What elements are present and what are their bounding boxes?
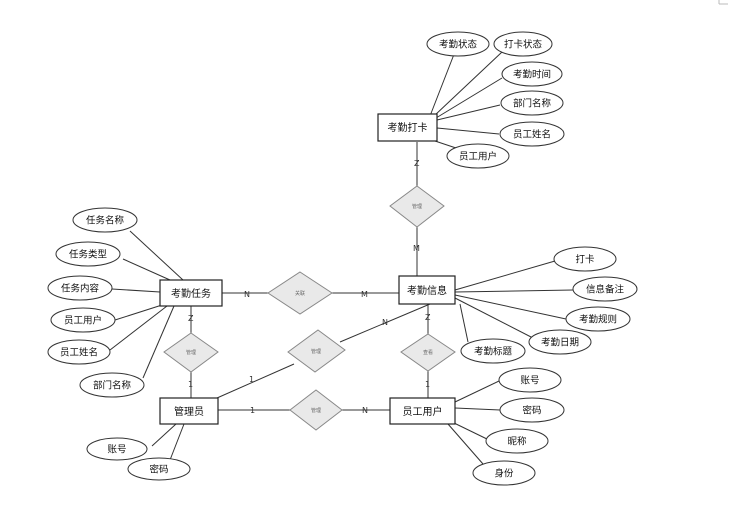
attribute-oval[interactable]: 密码	[499, 397, 565, 423]
cardinality-label: N	[362, 406, 368, 415]
attribute-oval[interactable]: 账号	[498, 367, 562, 393]
attribute-oval[interactable]: 信息备注	[572, 276, 638, 302]
entity-kaoqin-renwu[interactable]: 考勤任务	[159, 279, 223, 307]
attribute-label: 考勤时间	[513, 69, 551, 81]
attribute-oval[interactable]: 考勤规则	[565, 306, 631, 332]
entity-kaoqin-daka[interactable]: 考勤打卡	[377, 113, 438, 142]
entity-guanliyuan[interactable]: 管理员	[159, 397, 219, 425]
cardinality-label: 1	[188, 380, 193, 389]
attribute-oval[interactable]: 考勤状态	[426, 31, 490, 57]
entity-yuangong-yonghu[interactable]: 员工用户	[389, 397, 456, 425]
relationship-diamond[interactable]: 管理	[389, 185, 445, 228]
cardinality-label: N	[382, 318, 388, 327]
attribute-label: 任务类型	[69, 249, 108, 261]
attribute-oval[interactable]: 打卡状态	[493, 31, 553, 57]
relationship-label: 管理	[311, 348, 321, 355]
attribute-oval[interactable]: 任务名称	[72, 207, 138, 233]
attribute-label: 密码	[149, 464, 168, 476]
attribute-label: 打卡	[575, 254, 595, 266]
entity-label: 管理员	[174, 405, 204, 418]
attribute-oval[interactable]: 昵称	[485, 428, 549, 454]
attribute-oval[interactable]: 员工用户	[446, 143, 510, 169]
attribute-label: 员工用户	[459, 151, 497, 163]
entity-label: 员工用户	[403, 405, 443, 418]
attribute-oval[interactable]: 员工姓名	[47, 339, 111, 365]
attribute-oval[interactable]: 部门名称	[500, 90, 564, 116]
relationship-label: 管理	[311, 407, 321, 414]
attribute-label: 信息备注	[586, 284, 625, 296]
attribute-oval[interactable]: 考勤日期	[528, 329, 592, 355]
relationship-diamond[interactable]: 管理	[163, 332, 219, 373]
cardinality-label: N	[244, 290, 250, 299]
attribute-label: 考勤状态	[439, 39, 478, 51]
attribute-oval[interactable]: 任务内容	[47, 275, 113, 301]
relationship-label: 查看	[423, 349, 433, 356]
cardinality-label: M	[361, 290, 368, 299]
entity-label: 考勤任务	[171, 287, 211, 300]
relationship-diamond[interactable]: 管理	[287, 329, 346, 373]
attribute-label: 账号	[520, 376, 539, 387]
attribute-oval[interactable]: 打卡	[553, 246, 617, 272]
relationship-diamond[interactable]: 查看	[400, 333, 456, 372]
attribute-label: 昵称	[507, 436, 527, 448]
attribute-label: 员工姓名	[513, 129, 551, 141]
attribute-oval[interactable]: 身份	[472, 460, 536, 486]
attribute-label: 考勤标题	[474, 346, 513, 358]
cardinality-label: 1	[249, 375, 254, 384]
relationship-label: 关联	[295, 290, 305, 297]
attribute-oval[interactable]: 密码	[127, 457, 191, 481]
relationship-diamond[interactable]: 关联	[267, 271, 333, 315]
entity-label: 考勤信息	[407, 284, 447, 297]
attribute-label: 员工用户	[64, 315, 102, 327]
entity-label: 考勤打卡	[388, 121, 428, 134]
attribute-label: 员工姓名	[60, 347, 98, 359]
attribute-oval[interactable]: 员工姓名	[499, 121, 565, 147]
relationship-label: 管理	[412, 203, 422, 210]
attribute-label: 考勤日期	[541, 337, 579, 349]
attribute-label: 账号	[107, 445, 126, 456]
attribute-oval[interactable]: 考勤时间	[501, 61, 563, 87]
cardinality-label: Z	[425, 313, 431, 322]
attribute-label: 部门名称	[513, 98, 552, 110]
cardinality-label: Z	[414, 159, 420, 168]
attribute-label: 任务内容	[61, 283, 100, 295]
attribute-oval[interactable]: 部门名称	[79, 372, 145, 398]
attribute-oval[interactable]: 员工用户	[50, 307, 116, 333]
cardinality-label: Z	[188, 314, 194, 323]
cardinality-label: 1	[250, 406, 255, 415]
attribute-oval[interactable]: 考勤标题	[460, 338, 526, 364]
attribute-oval[interactable]: 任务类型	[55, 241, 121, 267]
entity-kaoqin-xinxi[interactable]: 考勤信息	[398, 275, 456, 305]
cardinality-label: 1	[425, 380, 430, 389]
attribute-label: 任务名称	[86, 215, 125, 227]
connector-lines	[109, 43, 574, 465]
attribute-oval[interactable]: 账号	[86, 437, 148, 461]
attribute-label: 打卡状态	[504, 39, 543, 51]
cardinality-labels: Z M N M Z 1 1 N Z 1 1 N	[188, 159, 431, 415]
attribute-label: 部门名称	[93, 380, 132, 392]
attribute-label: 考勤规则	[579, 314, 617, 326]
relationship-label: 管理	[186, 349, 196, 356]
relationship-diamond[interactable]: 管理	[289, 389, 343, 431]
attribute-label: 身份	[494, 468, 514, 480]
cardinality-label: M	[413, 244, 420, 253]
attribute-label: 密码	[522, 405, 541, 417]
